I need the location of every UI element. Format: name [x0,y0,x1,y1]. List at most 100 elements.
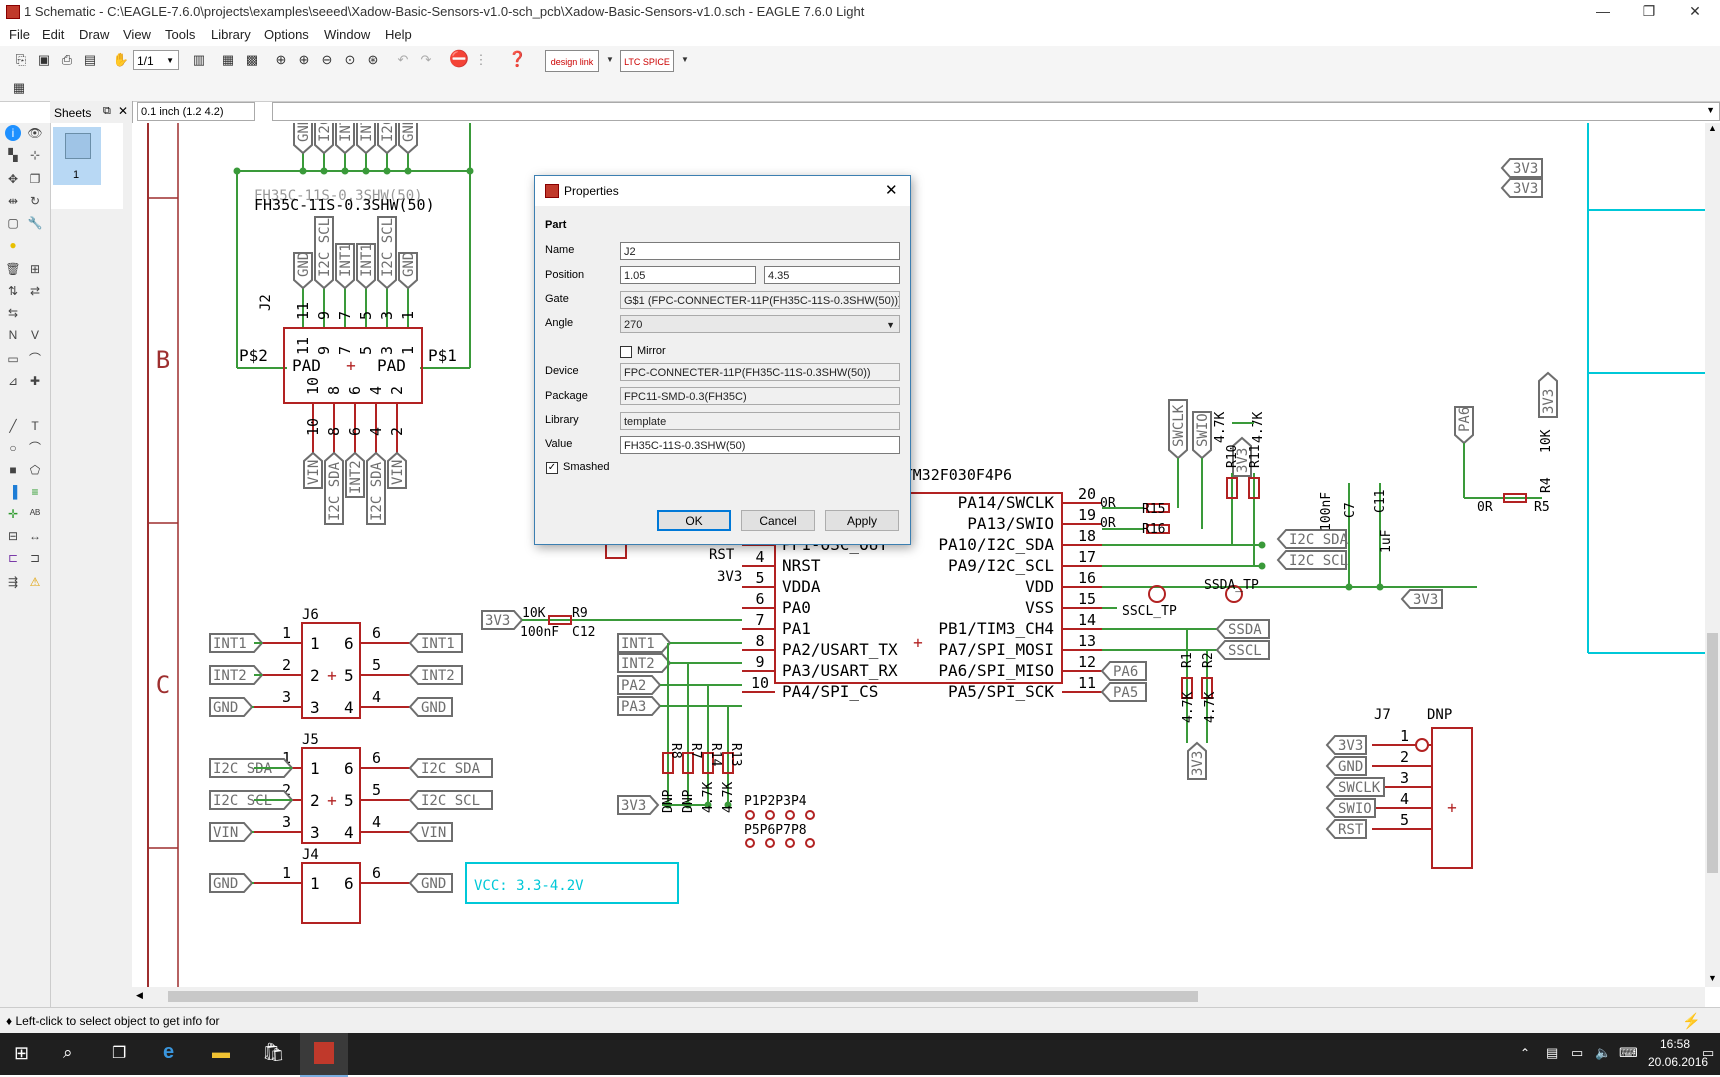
group-icon[interactable]: ▢ [7,216,19,230]
clock-date[interactable]: 20.06.2016 [1648,1055,1709,1069]
menu-edit[interactable]: Edit [42,27,65,42]
name-field[interactable]: J2 [620,242,900,260]
scroll-up-icon[interactable]: ▲ [1708,123,1717,133]
change-icon[interactable]: 🔧 [27,216,43,230]
go-icon[interactable]: ⋮ [474,52,488,67]
ulp-icon[interactable]: ▩ [245,52,259,67]
volume-icon[interactable]: 🔈 [1595,1045,1612,1060]
value-icon[interactable]: V [30,328,39,342]
minimize-button[interactable]: — [1596,3,1610,19]
display-icon[interactable]: ▚ [8,148,18,162]
menu-help[interactable]: Help [385,27,412,42]
menu-library[interactable]: Library [211,27,251,42]
attribute-icon[interactable]: ⊟ [7,529,19,543]
close-panel-icon[interactable]: ✕ [118,104,129,118]
horizontal-scrollbar[interactable]: ◀ [132,987,1705,1007]
redraw-icon[interactable]: ⊙ [344,52,356,67]
polygon-icon[interactable]: ⬠ [29,463,41,477]
command-line-input[interactable]: ▼ [272,102,1720,121]
battery-icon[interactable]: ▭ [1571,1045,1584,1060]
add-icon[interactable]: ⊞ [29,262,41,276]
keyboard-icon[interactable]: ⌨ [1619,1045,1638,1060]
horizontal-scroll-thumb[interactable] [168,991,1198,1002]
delete-icon[interactable]: 🗑 [5,262,21,276]
mark-icon[interactable]: ⊹ [29,148,41,162]
scroll-left-icon[interactable]: ◀ [136,990,143,1000]
angle-select[interactable]: 270 ▼ [620,315,900,333]
info-icon[interactable]: i [5,125,21,141]
name-icon[interactable]: N [8,328,18,342]
sheet-thumbnail[interactable]: 1 [53,127,101,185]
menu-window[interactable]: Window [324,27,371,42]
file-explorer-icon[interactable]: ▬ [212,1042,230,1062]
dialog-close-button[interactable]: ✕ [885,182,898,199]
arc-icon[interactable]: ⌒ [28,441,41,455]
designlink-dropdown-icon[interactable]: ▼ [606,55,614,64]
junction-icon[interactable]: ✛ [7,507,19,521]
modules-icon[interactable]: ⊐ [29,551,41,565]
show-icon[interactable]: 👁 [27,126,43,140]
menu-view[interactable]: View [123,27,151,42]
frame-icon[interactable]: ⊏ [7,551,19,565]
circle-icon[interactable]: ○ [9,441,17,455]
vertical-scrollbar[interactable]: ▲ ▼ [1705,123,1720,987]
script-icon[interactable]: ▦ [221,52,235,67]
bus-icon[interactable]: ▐ [8,485,18,499]
edge-browser-icon[interactable]: e [163,1041,175,1063]
zoom-in-icon[interactable]: ⊕ [298,52,310,67]
ok-button[interactable]: OK [657,510,731,531]
vertical-scroll-thumb[interactable] [1707,633,1718,873]
save-icon[interactable]: ▣ [37,52,51,67]
float-panel-icon[interactable]: ⧉ [103,105,111,117]
restore-button[interactable]: ❐ [1642,3,1656,19]
schematic-canvas[interactable]: BCGNDI2C_SCLINT1INT1I2C_SCLGNDFH35C-11S-… [132,123,1705,987]
split-icon[interactable]: ⊿ [7,374,19,388]
copy-icon[interactable]: ❐ [29,172,41,186]
move-icon[interactable]: ✥ [7,172,19,186]
eagle-taskbar-button[interactable] [300,1033,348,1077]
zoom-out-icon[interactable]: ⊖ [321,52,333,67]
scroll-down-icon[interactable]: ▼ [1708,973,1717,983]
close-button[interactable]: ✕ [1689,3,1701,19]
network-icon[interactable]: ▤ [1546,1045,1559,1060]
dimension-icon[interactable]: ↔ [29,529,41,543]
ltspice-button[interactable]: LTC SPICE [620,50,674,72]
open-icon[interactable]: ⎘ [15,52,27,67]
mirror-checkbox[interactable] [620,346,632,358]
use-icon[interactable]: ✋ [112,52,130,67]
menu-file[interactable]: File [9,27,30,42]
erc-warning-icon[interactable]: ⚠ [29,575,41,589]
sheets-scrollbar[interactable] [123,123,132,1007]
miter-icon[interactable]: ⌒ [28,352,41,366]
grid-icon[interactable]: ▦ [12,80,26,95]
menu-options[interactable]: Options [264,27,309,42]
position-x-field[interactable]: 1.05 [620,266,756,284]
cancel-button[interactable]: Cancel [741,510,815,531]
windows-start-icon[interactable]: ⊞ [14,1043,30,1063]
clock-time[interactable]: 16:58 [1660,1037,1691,1051]
help-icon[interactable]: ❓ [508,51,527,68]
menu-tools[interactable]: Tools [165,27,196,42]
gateswap-icon[interactable]: ⇄ [29,284,41,298]
designlink-button[interactable]: design link [545,50,599,72]
invoke-icon[interactable]: ✚ [29,374,41,388]
zoom-fit-icon[interactable]: ⊕ [275,52,287,67]
zoom-select-icon[interactable]: ⊛ [367,52,379,67]
rotate-icon[interactable]: ↻ [29,194,41,208]
replace-icon[interactable]: ⇆ [7,306,19,320]
smash-icon[interactable]: ▭ [7,352,19,366]
text-icon[interactable]: T [31,419,39,433]
redo-icon[interactable]: ↷ [420,52,432,67]
label-icon[interactable]: ᴬᴮ [29,507,41,521]
switch-to-board-icon[interactable]: ▥ [192,52,206,67]
cam-icon[interactable]: ▤ [83,52,97,67]
tray-chevron-icon[interactable]: ⌃ [1520,1046,1531,1060]
sheet-select[interactable]: 1/1▼ [133,50,179,70]
undo-icon[interactable]: ↶ [397,52,409,67]
store-icon[interactable]: 🛍 [262,1042,285,1062]
position-y-field[interactable]: 4.35 [764,266,900,284]
net-icon[interactable]: ≡ [31,485,39,499]
menu-draw[interactable]: Draw [79,27,110,42]
pinswap-icon[interactable]: ⇅ [7,284,19,298]
mirror-icon[interactable]: ⇹ [7,194,19,208]
